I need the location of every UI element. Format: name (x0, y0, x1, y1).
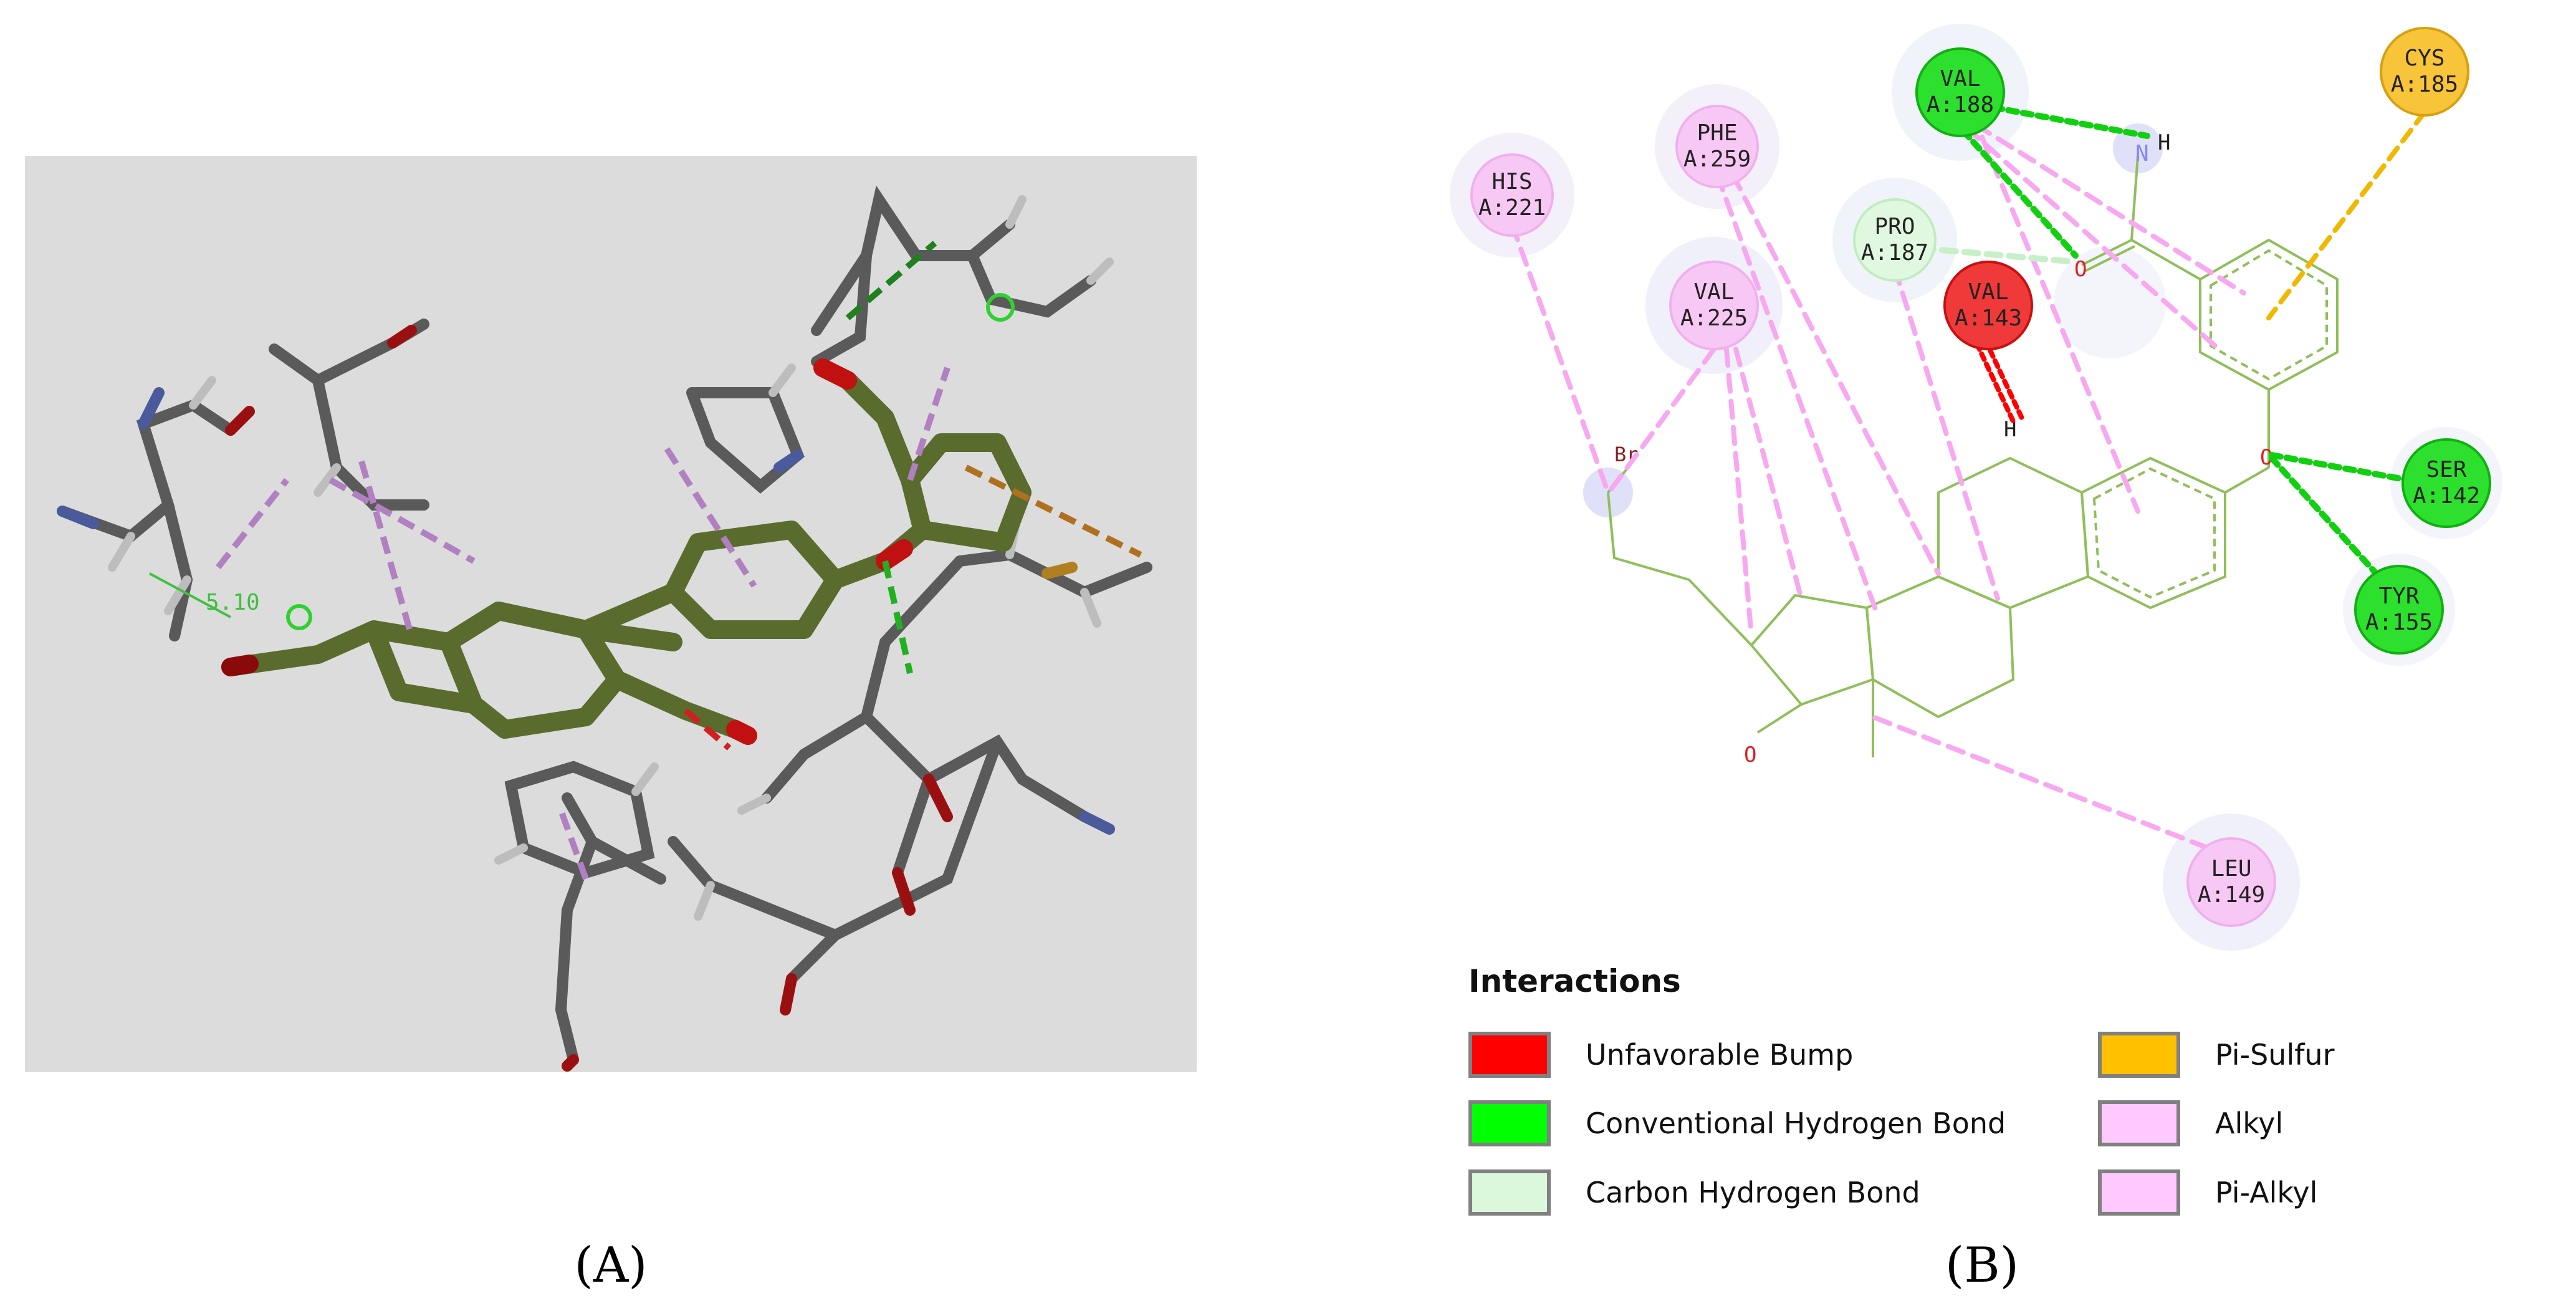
residue-num-leu149: A:149 (2198, 882, 2265, 908)
distance-label: 5.10 (206, 590, 260, 615)
legend-swatch (2098, 1169, 2180, 1216)
residue-name-his221: HIS (1491, 169, 1532, 194)
molecule-3d-render: 5.10 (57, 185, 1152, 1072)
residue-name-pro187: PRO (1874, 214, 1915, 239)
ligand-skeleton (1607, 155, 2339, 757)
interactions-3d (216, 241, 1142, 880)
residue-name-cys185: CYS (2404, 46, 2444, 71)
residue-num-val188: A:188 (1927, 92, 1994, 118)
panel-a-3d-view: 5.10 (25, 156, 1197, 1072)
residue-discs (1470, 27, 2491, 927)
residue-num-pro187: A:187 (1861, 240, 1928, 266)
hydrogen-sticks (108, 195, 1114, 921)
legend-swatch (1468, 1100, 1551, 1146)
distance-line (149, 572, 231, 618)
ring-centroid-marker-2 (286, 604, 312, 630)
protein-residues-3d (57, 185, 1152, 1065)
interaction-lines (1510, 102, 2427, 860)
residue-num-val225: A:225 (1680, 305, 1748, 331)
residue-name-val188: VAL (1940, 66, 1980, 92)
ether-oxygen-label: O (2260, 445, 2272, 470)
legend-label: Unfavorable Bump (1586, 1038, 1854, 1072)
legend-swatch (2098, 1032, 2180, 1078)
residue-name-tyr155: TYR (2378, 583, 2419, 609)
legend-title: Interactions (1468, 963, 1681, 999)
residue-num-his221: A:221 (1478, 195, 1546, 221)
legend-swatch (1468, 1169, 1551, 1216)
amide-oxygen-label: O (2074, 257, 2087, 282)
residue-name-ser142: SER (2426, 457, 2466, 483)
residue-name-leu149: LEU (2211, 856, 2251, 881)
legend-swatch (2098, 1100, 2180, 1146)
residue-name-val143: VAL (1968, 279, 2008, 305)
legend-label: Pi-Alkyl (2215, 1176, 2318, 1209)
amide-hydrogen-label: H (2158, 130, 2170, 155)
residue-num-tyr155: A:155 (2365, 610, 2433, 635)
residue-name-val225: VAL (1693, 279, 1734, 305)
panel-b-2d-diagram: Br H N O H O O (1402, 0, 2576, 1222)
residue-num-val143: A:143 (1955, 305, 2022, 331)
interaction-diagram-2d: Br H N O H O O (1450, 24, 2502, 951)
legend-label: Conventional Hydrogen Bond (1586, 1107, 2006, 1140)
legend-label: Pi-Sulfur (2215, 1038, 2335, 1072)
ligand-heteroatoms (221, 358, 913, 745)
ketone-oxygen-label: O (1744, 742, 1756, 767)
ring-hydrogen-label: H (2004, 417, 2016, 442)
residue-num-cys185: A:185 (2391, 72, 2458, 97)
panel-b-label: (B) (1945, 1237, 2019, 1294)
residue-labels: HIS A:221 PHE A:259 VAL A:225 PRO A:187 … (1478, 46, 2480, 908)
legend-label: Alkyl (2215, 1107, 2284, 1140)
heteroatom-tips (57, 325, 1115, 1072)
legend-label: Carbon Hydrogen Bond (1586, 1176, 1920, 1209)
legend-swatch (1468, 1032, 1551, 1078)
nitrogen-label: N (2135, 141, 2149, 166)
residue-num-phe259: A:259 (1683, 146, 1751, 172)
ring-centroid-marker (986, 293, 1015, 322)
residue-name-phe259: PHE (1697, 120, 1737, 146)
residue-num-ser142: A:142 (2413, 483, 2480, 509)
panel-a-label: (A) (574, 1237, 648, 1294)
